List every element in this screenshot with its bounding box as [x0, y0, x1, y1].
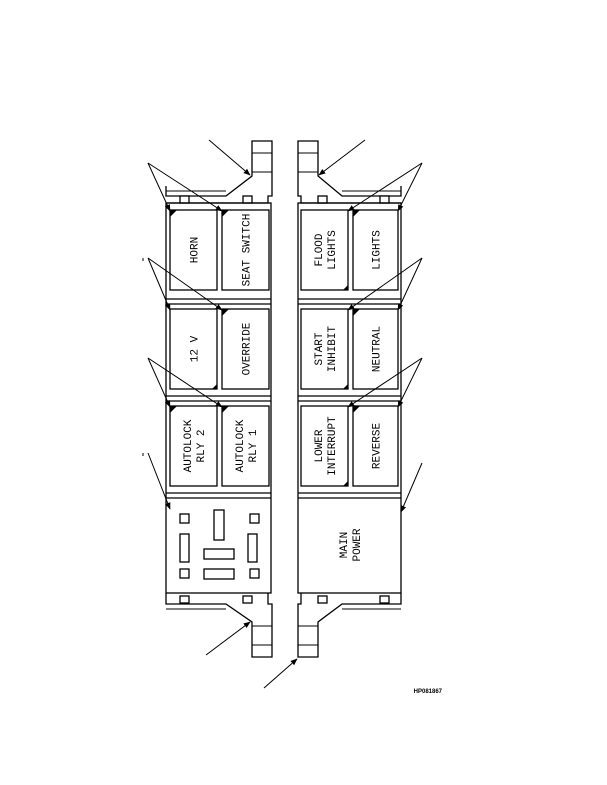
figure-code: HP081867 [414, 689, 443, 695]
relay-label: MAINPOWER [339, 528, 364, 561]
relay-label: LIGHTS [372, 230, 384, 270]
relay-label-line: LIGHTS [372, 230, 384, 270]
relay-label-line: AUTOLOCK [235, 419, 247, 472]
relay-label: SEAT SWITCH [242, 214, 254, 287]
relay-label-line: REVERSE [372, 423, 384, 470]
relay-label: AUTOLOCKRLY 1 [235, 419, 260, 472]
relay-label: LOWERINTERRUPT [314, 416, 339, 476]
relay-label-line: RLY 2 [196, 429, 208, 462]
relay-label-line: INTERRUPT [327, 416, 339, 476]
callout-arrows [147, 139, 423, 689]
relay-label: AUTOLOCKRLY 2 [183, 419, 208, 472]
relay-label-line: LOWER [314, 429, 326, 462]
relay-label: FLOODLIGHTS [314, 230, 339, 270]
relay-lights: LIGHTS [352, 209, 399, 291]
relay-start-inhibit: STARTINHIBIT [300, 308, 349, 390]
relay-label-line: RLY 1 [248, 429, 260, 462]
relay-override: OVERRIDE [221, 308, 270, 390]
relay-neutral: NEUTRAL [352, 308, 399, 390]
connector-block [179, 509, 260, 580]
relay-label: 12 V [190, 335, 202, 362]
relay-label: NEUTRAL [372, 326, 384, 372]
relay-label: STARTINHIBIT [314, 326, 339, 373]
relay-seat-switch: SEAT SWITCH [221, 209, 270, 291]
relay-label: OVERRIDE [242, 322, 254, 375]
relay-autolock-rly-2: AUTOLOCKRLY 2 [169, 405, 218, 487]
relay-label-line: FLOOD [314, 233, 326, 266]
relay-reverse: REVERSE [352, 405, 399, 487]
relay-label-line: INHIBIT [327, 326, 339, 373]
right-housing [297, 140, 402, 658]
relay-label-line: 12 V [190, 335, 202, 362]
left-housing [165, 140, 273, 658]
relay-label: HORN [190, 237, 202, 263]
relay-label-line: MAIN [339, 532, 351, 558]
relay-label-line: POWER [352, 528, 364, 561]
relay-autolock-rly-1: AUTOLOCKRLY 1 [221, 405, 270, 487]
relay-label-line: OVERRIDE [242, 322, 254, 375]
relay-12v: 12 V [169, 308, 218, 390]
relay-label-line: SEAT SWITCH [242, 214, 254, 287]
relay-lower-interrupt: LOWERINTERRUPT [300, 405, 349, 487]
relay-label-line: HORN [190, 237, 202, 263]
relay-label: REVERSE [372, 423, 384, 470]
relay-label-line: START [314, 332, 326, 365]
relay-flood-lights: FLOODLIGHTS [300, 209, 349, 291]
relay-label-line: NEUTRAL [372, 326, 384, 372]
relay-label-line: LIGHTS [327, 230, 339, 270]
relay-main-power: MAINPOWER [339, 528, 364, 561]
relay-label-line: AUTOLOCK [183, 419, 195, 472]
